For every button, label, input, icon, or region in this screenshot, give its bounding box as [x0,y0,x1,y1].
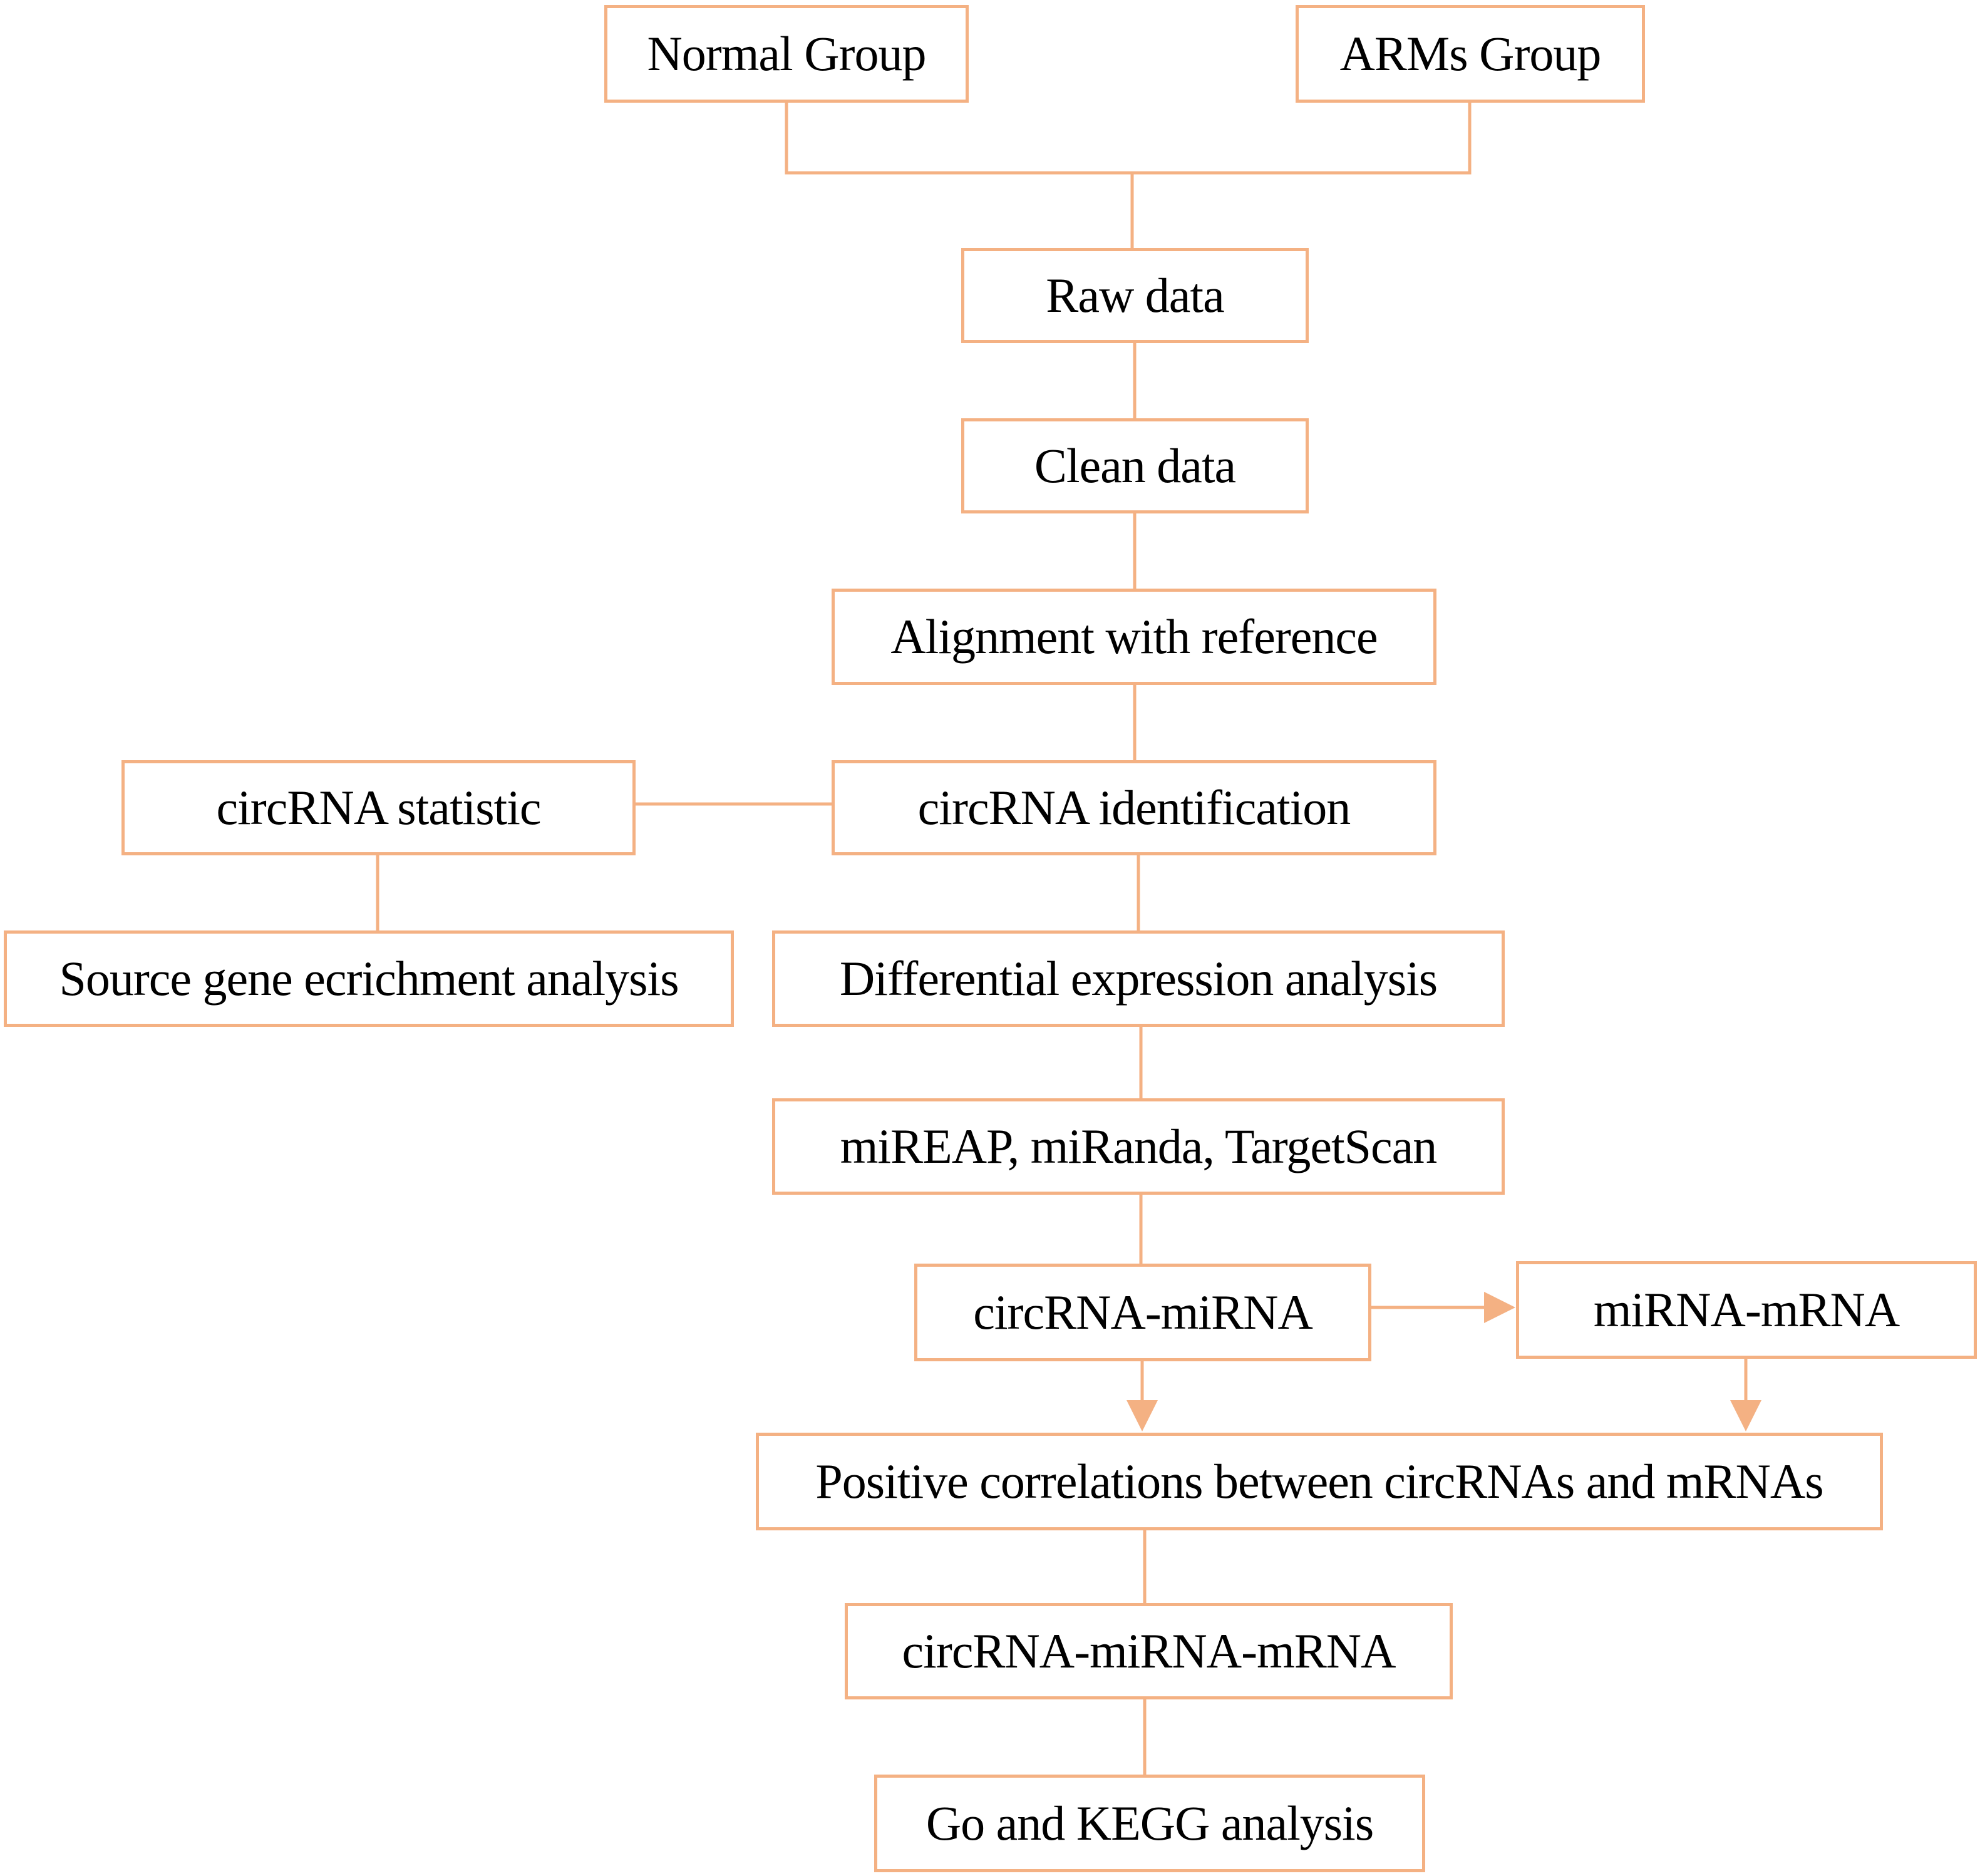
source-gene-box: Source gene ecrichment analysis [4,930,734,1027]
positive-correlations-label: Positive correlations between circRNAs a… [815,1454,1823,1508]
normal-group-label: Normal Group [647,26,926,81]
differential-expression-label: Differential expression analysis [839,951,1438,1006]
raw-data-box: Raw data [961,248,1309,343]
prediction-tools-label: miREAP, miRanda, TargetScan [840,1119,1438,1173]
go-kegg-label: Go and KEGG analysis [926,1796,1374,1850]
positive-correlations-box: Positive correlations between circRNAs a… [756,1433,1883,1530]
clean-data-box: Clean data [961,418,1309,513]
source-gene-label: Source gene ecrichment analysis [59,951,679,1006]
network-label: circRNA-miRNA-mRNA [902,1624,1396,1678]
circrna-statistic-label: circRNA statistic [216,780,541,835]
circrna-mirna-box: circRNA-miRNA [914,1264,1371,1361]
circrna-identification-label: circRNA identification [917,780,1351,835]
mirna-mrna-label: miRNA-mRNA [1593,1282,1900,1337]
differential-expression-box: Differential expression analysis [772,930,1505,1027]
circrna-mirna-label: circRNA-miRNA [973,1285,1313,1339]
connector-arms-group [1132,100,1472,175]
mirna-mrna-box: miRNA-mRNA [1516,1261,1977,1359]
arms-group-box: ARMs Group [1296,5,1645,103]
clean-data-label: Clean data [1034,438,1236,493]
prediction-tools-box: miREAP, miRanda, TargetScan [772,1098,1505,1195]
arms-group-label: ARMs Group [1339,26,1602,81]
go-kegg-box: Go and KEGG analysis [874,1775,1425,1872]
normal-group-box: Normal Group [604,5,969,103]
circrna-identification-box: circRNA identification [832,760,1436,855]
alignment-label: Alignment with reference [890,609,1378,664]
raw-data-label: Raw data [1046,268,1224,322]
connector-normal-group [785,100,1132,175]
circrna-statistic-box: circRNA statistic [121,760,636,855]
network-box: circRNA-miRNA-mRNA [845,1603,1453,1699]
alignment-box: Alignment with reference [832,589,1436,685]
